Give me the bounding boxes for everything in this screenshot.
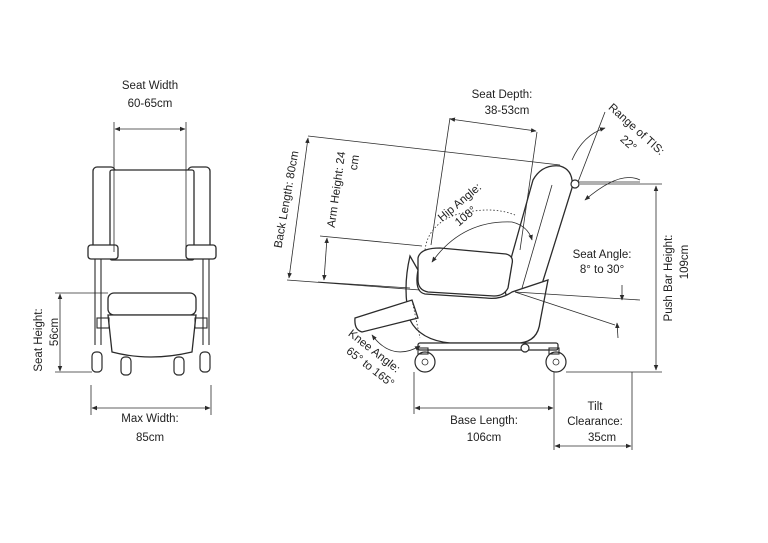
arm-height-unit: cm xyxy=(348,154,362,171)
push-bar-height-value: 109cm xyxy=(679,245,691,280)
max-width-value: 85cm xyxy=(136,432,164,444)
max-width-label: Max Width: xyxy=(121,413,179,425)
back-length-dimension xyxy=(286,135,561,291)
seat-height-label: Seat Height: xyxy=(33,308,45,371)
seat-depth-label: Seat Depth: xyxy=(472,89,533,101)
tilt-clearance-dimension xyxy=(554,372,633,450)
hip-angle-dimension xyxy=(431,221,533,263)
range-of-tis-dimension xyxy=(571,111,641,201)
max-width-dimension xyxy=(90,385,212,415)
base-length-label: Base Length: xyxy=(450,415,518,427)
range-of-tis-label: Range of TIS: xyxy=(606,102,667,158)
seat-height-value: 56cm xyxy=(49,318,61,346)
seat-height-dimension xyxy=(55,292,108,373)
seat-angle-dimension xyxy=(514,285,641,339)
seat-width-value: 60-65cm xyxy=(128,98,173,110)
seat-depth-dimension xyxy=(430,117,538,251)
tilt-clearance-label-line2: Clearance: xyxy=(567,416,623,428)
tilt-clearance-label-line1: Tilt xyxy=(588,401,604,413)
seat-angle-label: Seat Angle: xyxy=(573,249,632,261)
seat-angle-value: 8° to 30° xyxy=(580,264,624,276)
push-bar-height-label: Push Bar Height: xyxy=(663,235,675,322)
push-bar-height-dimension xyxy=(566,183,662,373)
front-view-chair xyxy=(87,166,217,376)
seat-width-label: Seat Width xyxy=(122,80,178,92)
seat-width-dimension xyxy=(113,122,187,252)
base-length-value: 106cm xyxy=(467,432,502,444)
seat-depth-value: 38-53cm xyxy=(485,105,530,117)
knee-angle-dimension xyxy=(371,299,421,353)
base-length-dimension xyxy=(413,372,555,450)
arm-height-label: Arm Height: 24 xyxy=(326,150,349,228)
back-length-label: Back Length: 80cm xyxy=(273,150,302,249)
arm-height-dimension xyxy=(317,235,423,289)
tilt-clearance-value: 35cm xyxy=(588,432,616,444)
